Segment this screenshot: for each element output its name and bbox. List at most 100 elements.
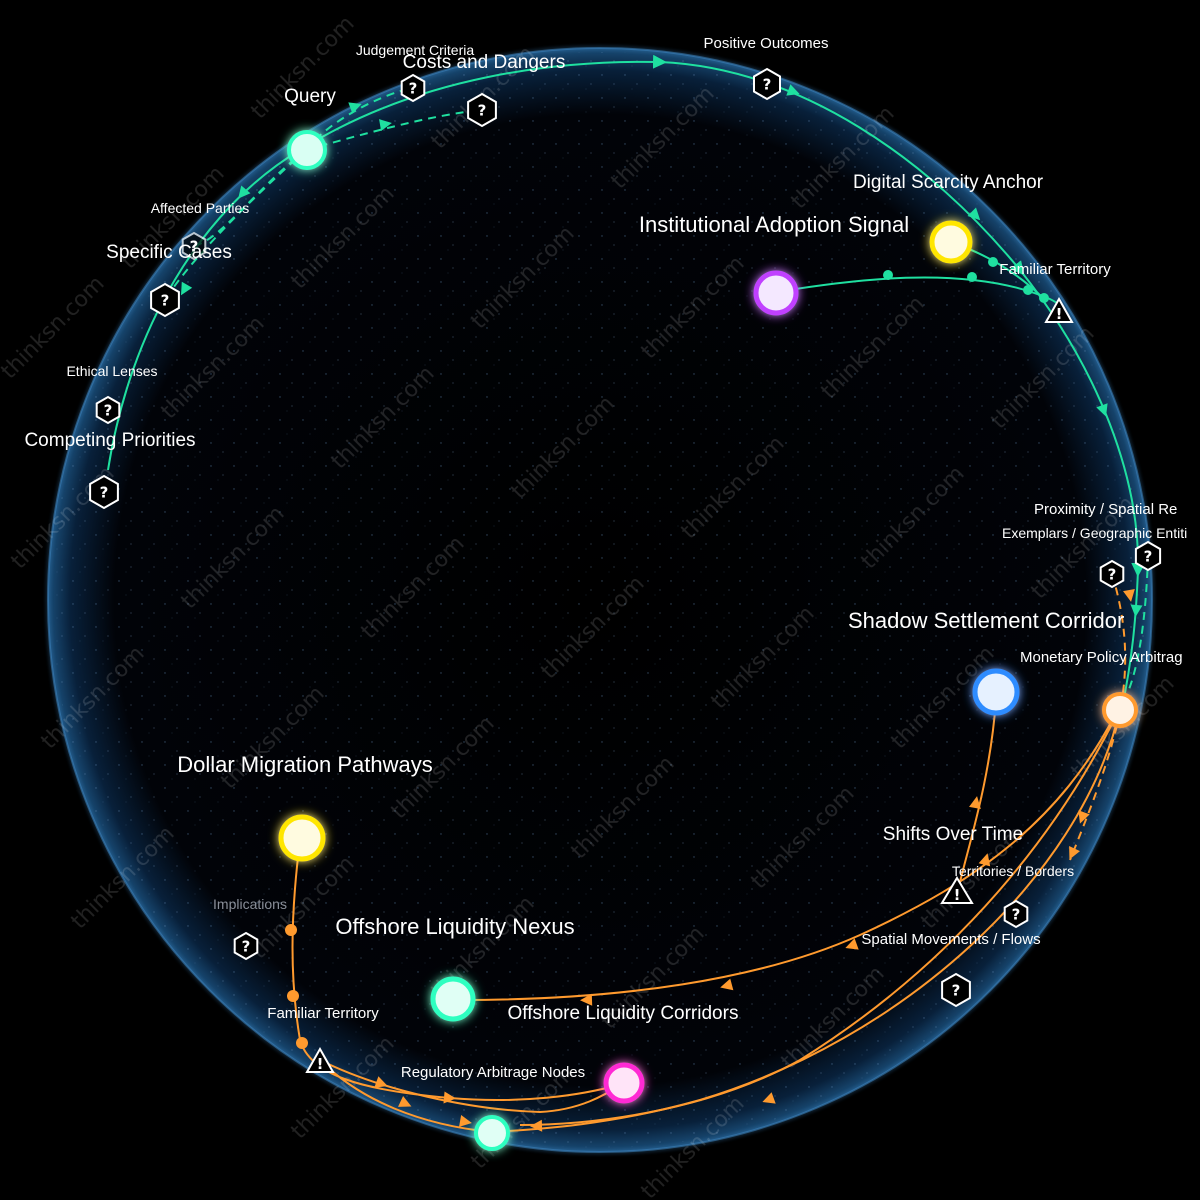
label-shifts-over-time: Shifts Over Time	[883, 824, 1023, 845]
dot-marker	[1039, 293, 1049, 303]
globe-rim	[47, 47, 1153, 1153]
hex-question-glyph: ?	[409, 80, 418, 98]
label-judgement-criteria: Judgement Criteria	[356, 42, 474, 58]
hex-question-icon[interactable]: ?	[1134, 540, 1162, 572]
path-green-dashed-a	[305, 87, 413, 151]
hex-question-icon[interactable]: ?	[1003, 899, 1029, 929]
hex-question-icon[interactable]: ?	[1099, 559, 1125, 589]
path-orange-bottom-2	[319, 1059, 623, 1114]
arrow-marker	[379, 119, 392, 131]
arrow-marker	[238, 185, 251, 199]
label-affected-parties: Affected Parties	[151, 200, 250, 216]
arrow-marker	[348, 102, 362, 114]
dot-marker	[1023, 285, 1033, 295]
label-implications: Implications	[213, 896, 287, 912]
arrow-marker	[443, 1091, 456, 1104]
node-monetary-policy-arbitrage[interactable]	[1102, 692, 1138, 728]
arrow-marker	[786, 84, 800, 96]
hex-question-icon[interactable]: ?	[233, 931, 259, 961]
hex-question-icon[interactable]: ?	[150, 282, 180, 318]
node-regulatory-arbitrage-nodes[interactable]	[603, 1062, 645, 1104]
warning-glyph: !	[317, 1055, 324, 1073]
arrow-marker	[1123, 589, 1135, 602]
warning-icon[interactable]: !	[940, 876, 974, 904]
green-markers	[180, 84, 1143, 617]
label-costs-and-dangers: Costs and Dangers	[403, 52, 566, 73]
warning-icon[interactable]: !	[305, 1046, 335, 1073]
arrow-marker	[762, 1092, 776, 1104]
label-specific-cases: Specific Cases	[106, 242, 232, 263]
label-ethical-lenses: Ethical Lenses	[66, 363, 157, 379]
warning-icon[interactable]: !	[1044, 296, 1074, 323]
arrow-marker	[580, 993, 593, 1006]
arrow-marker	[720, 978, 734, 991]
dot-marker	[285, 924, 297, 936]
label-familiar-territory-top: Familiar Territory	[999, 261, 1111, 278]
label-digital-scarcity-anchor: Digital Scarcity Anchor	[853, 172, 1044, 193]
label-territories-borders: Territories / Borders	[952, 863, 1074, 879]
hex-question-icon[interactable]: ?	[467, 92, 497, 128]
orange-path-layer	[291, 573, 1127, 1133]
warning-glyph: !	[954, 886, 961, 904]
hex-question-glyph: ?	[478, 102, 487, 120]
label-positive-outcomes: Positive Outcomes	[703, 35, 828, 52]
hex-question-glyph: ?	[763, 76, 772, 94]
hex-question-glyph: ?	[952, 982, 961, 1000]
node-dollar-migration-pathways[interactable]	[278, 814, 326, 862]
watermark: thinksn.com	[247, 11, 360, 124]
arrow-marker	[1078, 810, 1090, 824]
arrow-marker	[978, 853, 991, 867]
dot-marker	[287, 990, 299, 1002]
path-orange-outer-2	[519, 711, 1119, 1126]
hex-question-glyph: ?	[161, 292, 170, 310]
label-proximity-spatial: Proximity / Spatial Re	[1034, 501, 1177, 518]
label-query: Query	[284, 86, 336, 107]
node-layer	[278, 130, 1138, 1151]
label-institutional-adoption-signal: Institutional Adoption Signal	[639, 212, 909, 237]
hex-question-icon[interactable]: ?	[941, 972, 971, 1008]
hex-question-glyph: ?	[100, 484, 109, 502]
arrow-marker	[1096, 403, 1108, 417]
hex-question-icon[interactable]: ?	[400, 73, 426, 103]
arrow-marker	[398, 1096, 412, 1107]
arrow-marker	[180, 281, 193, 296]
node-offshore-liquidity-corridors[interactable]	[430, 976, 476, 1022]
label-layer: Query Judgement Criteria Costs and Dange…	[24, 35, 1187, 1081]
dot-marker	[988, 257, 998, 267]
arrow-marker	[1069, 846, 1080, 860]
arrow-marker	[530, 1119, 543, 1132]
hex-question-glyph: ?	[1012, 906, 1021, 924]
path-green-dashed-d	[164, 149, 307, 301]
label-offshore-liquidity-nexus: Offshore Liquidity Nexus	[335, 914, 574, 939]
hex-question-icon[interactable]: ?	[95, 395, 121, 425]
globe-stars	[52, 52, 1148, 1148]
path-orange-dashed-2	[1069, 711, 1121, 861]
dot-marker	[296, 1037, 308, 1049]
dot-marker	[967, 272, 977, 282]
hex-question-glyph: ?	[1108, 566, 1117, 584]
node-shadow-settlement-corridor[interactable]	[972, 668, 1020, 716]
hex-question-icon[interactable]: ?	[181, 231, 207, 261]
arrow-marker	[1130, 604, 1143, 617]
node-query[interactable]	[287, 130, 327, 170]
label-monetary-policy-arbitrage: Monetary Policy Arbitrag	[1020, 649, 1183, 666]
label-regulatory-arbitrage-nodes: Regulatory Arbitrage Nodes	[401, 1064, 585, 1081]
hex-question-icon[interactable]: ?	[753, 67, 781, 101]
dot-marker	[883, 270, 893, 280]
node-digital-scarcity-anchor[interactable]	[929, 220, 973, 264]
label-spatial-movements-flows: Spatial Movements / Flows	[861, 931, 1040, 948]
warning-glyph: !	[1056, 305, 1063, 323]
label-familiar-territory-bottom: Familiar Territory	[267, 1005, 379, 1022]
path-orange-to-corridors	[459, 714, 1116, 1001]
node-institutional-adoption-signal[interactable]	[753, 270, 799, 316]
label-offshore-liquidity-corridors: Offshore Liquidity Corridors	[508, 1003, 739, 1024]
label-dollar-migration-pathways: Dollar Migration Pathways	[177, 752, 433, 777]
arrow-marker	[969, 796, 981, 809]
label-exemplars-geographic: Exemplars / Geographic Entiti	[1002, 525, 1187, 541]
node-bottom-green[interactable]	[474, 1115, 510, 1151]
path-orange-bottom-1	[319, 1059, 493, 1133]
hex-question-glyph: ?	[1144, 548, 1153, 566]
hex-question-glyph: ?	[190, 238, 199, 256]
hex-question-icon[interactable]: ?	[89, 474, 119, 510]
